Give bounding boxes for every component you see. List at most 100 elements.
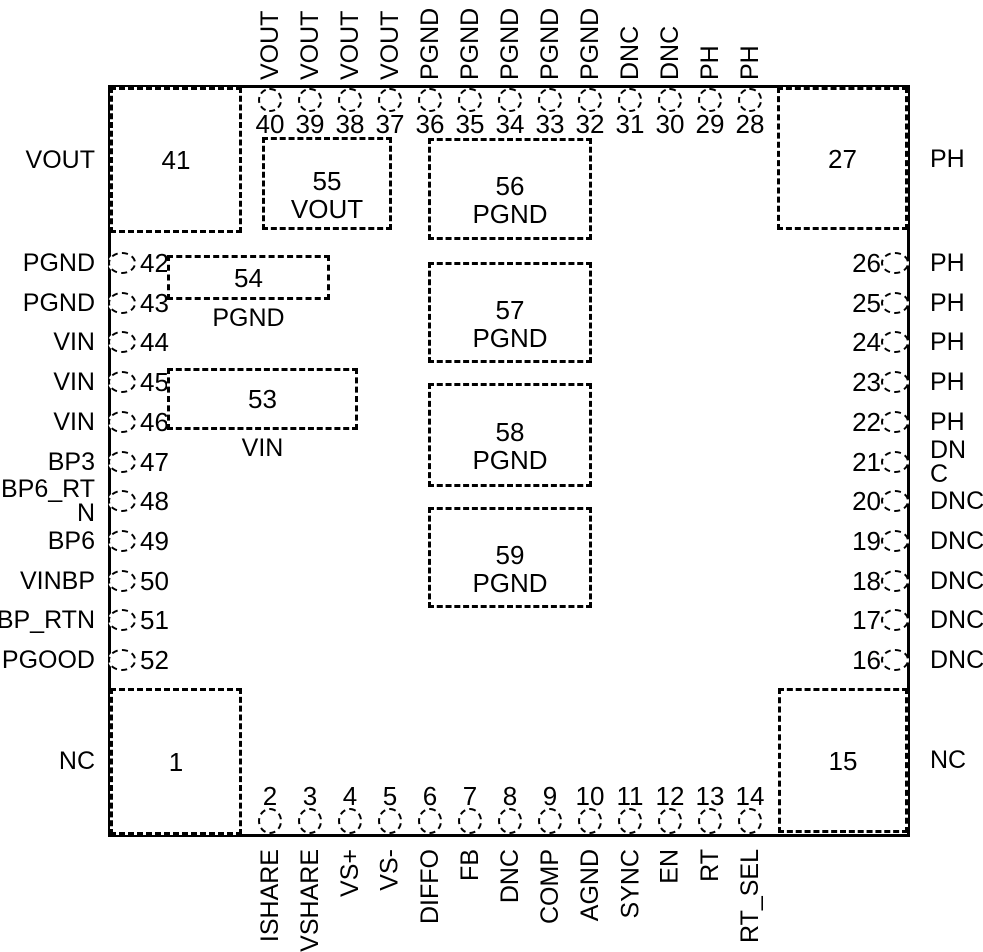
pin-39-number: 39 bbox=[295, 109, 325, 139]
pin-37-label: VOUT bbox=[376, 10, 404, 80]
pad-53: 53 bbox=[167, 368, 358, 430]
pin-13-label: RT bbox=[696, 849, 724, 882]
pin-6-label: DIFFO bbox=[416, 849, 444, 924]
pin-48-pad bbox=[108, 490, 136, 512]
pin-44-pad bbox=[108, 331, 136, 353]
pin-31-label: DNC bbox=[616, 25, 644, 80]
pin-9-number: 9 bbox=[542, 781, 558, 811]
pin-13-number: 13 bbox=[695, 781, 725, 811]
pin-46-pad bbox=[108, 411, 136, 433]
pad-56-number: 56 bbox=[495, 171, 525, 201]
pin-28-pad bbox=[738, 88, 762, 112]
pin-25-number: 25 bbox=[852, 288, 881, 318]
pin-52-number: 52 bbox=[140, 645, 169, 675]
pin-9-label: COMP bbox=[536, 849, 564, 924]
pad-15-number: 15 bbox=[828, 745, 858, 776]
pad-59-number: 59 bbox=[495, 539, 525, 570]
pin-34-pad bbox=[498, 88, 522, 112]
pin-29-label: PH bbox=[696, 45, 724, 80]
pin-17-label: DNC bbox=[930, 606, 983, 634]
pin-49-label: BP6 bbox=[47, 527, 95, 555]
pin-39-label: VOUT bbox=[296, 10, 324, 80]
pin-23-number: 23 bbox=[852, 367, 881, 397]
pin-18-number: 18 bbox=[852, 566, 881, 596]
pad-15-label: NC bbox=[930, 746, 967, 774]
pin-34-label: PGND bbox=[496, 7, 524, 80]
pad-1: 1 bbox=[110, 688, 242, 835]
pin-3-label: VSHARE bbox=[296, 849, 324, 952]
pin-44-number: 44 bbox=[140, 327, 169, 357]
pin-51-label: BP_RTN bbox=[0, 606, 95, 634]
pin-38-number: 38 bbox=[335, 109, 365, 139]
pin-12-number: 12 bbox=[655, 781, 685, 811]
pin-11-number: 11 bbox=[616, 781, 644, 811]
pin-2-number: 2 bbox=[262, 781, 278, 811]
pin-50-pad bbox=[108, 570, 136, 592]
pin-37-number: 37 bbox=[375, 109, 405, 139]
pin-33-pad bbox=[538, 88, 562, 112]
pin-29-pad bbox=[698, 88, 722, 112]
pin-30-number: 30 bbox=[655, 109, 685, 139]
pin-23-label: PH bbox=[930, 368, 965, 396]
pin-43-number: 43 bbox=[140, 288, 169, 318]
pad-54-label: PGND bbox=[212, 304, 285, 332]
pin-44-label: VIN bbox=[53, 328, 95, 356]
pin-45-label: VIN bbox=[53, 368, 95, 396]
pin-31-number: 31 bbox=[615, 109, 645, 139]
pin-10-number: 10 bbox=[575, 781, 605, 811]
pad-58-label: PGND bbox=[472, 445, 548, 475]
pin-34-number: 34 bbox=[495, 109, 525, 139]
pin-11-label: SYNC bbox=[616, 849, 644, 919]
pin-28-label: PH bbox=[736, 45, 764, 80]
pin-16-pad bbox=[881, 649, 909, 671]
pin-18-pad bbox=[881, 570, 909, 592]
pin-39-pad bbox=[298, 88, 322, 112]
pin-50-label: VINBP bbox=[19, 567, 95, 595]
pin-3-number: 3 bbox=[302, 781, 318, 811]
pin-45-pad bbox=[108, 371, 136, 393]
pad-41: 41 bbox=[110, 87, 242, 233]
pin-14-pad bbox=[738, 808, 762, 834]
pin-5-label: VS- bbox=[376, 849, 404, 891]
pin-17-number: 17 bbox=[852, 605, 881, 635]
pin-12-label: EN bbox=[656, 849, 684, 884]
pin-32-label: PGND bbox=[576, 7, 604, 80]
pin-20-pad bbox=[881, 490, 909, 512]
pin-20-number: 20 bbox=[852, 486, 881, 516]
pin-6-number: 6 bbox=[422, 781, 438, 811]
pad-59-label: PGND bbox=[472, 567, 548, 598]
pin-19-number: 19 bbox=[852, 526, 881, 556]
pin-6-pad bbox=[418, 808, 442, 834]
pin-51-number: 51 bbox=[140, 605, 169, 635]
pad-27-label: PH bbox=[930, 145, 965, 173]
pin-40-label: VOUT bbox=[256, 10, 284, 80]
pin-47-pad bbox=[108, 451, 136, 473]
pin-38-label: VOUT bbox=[336, 10, 364, 80]
pin-8-pad bbox=[498, 808, 522, 834]
pin-42-pad bbox=[108, 252, 136, 274]
pad-15: 15 bbox=[778, 688, 908, 833]
pin-13-pad bbox=[698, 808, 722, 834]
pin-26-label: PH bbox=[930, 249, 965, 277]
pin-10-pad bbox=[578, 808, 602, 834]
pad-54: 54 bbox=[167, 255, 330, 300]
pad-57-label: PGND bbox=[472, 322, 548, 353]
pin-24-label: PH bbox=[930, 328, 965, 356]
pin-16-label: DNC bbox=[930, 646, 983, 674]
pin-36-label: PGND bbox=[416, 7, 444, 80]
pin-2-label: ISHARE bbox=[256, 849, 284, 943]
pin-29-number: 29 bbox=[695, 109, 725, 139]
pin-40-number: 40 bbox=[255, 109, 285, 139]
pin-36-number: 36 bbox=[415, 109, 445, 139]
pin-24-number: 24 bbox=[852, 327, 881, 357]
pin-7-pad bbox=[458, 808, 482, 834]
pin-43-label: PGND bbox=[22, 289, 95, 317]
pad-1-number: 1 bbox=[168, 746, 184, 777]
pin-4-number: 4 bbox=[342, 781, 358, 811]
pin-19-pad bbox=[881, 530, 909, 552]
pin-28-number: 28 bbox=[735, 109, 765, 139]
pin-31-pad bbox=[618, 88, 642, 112]
pin-4-pad bbox=[338, 808, 362, 834]
